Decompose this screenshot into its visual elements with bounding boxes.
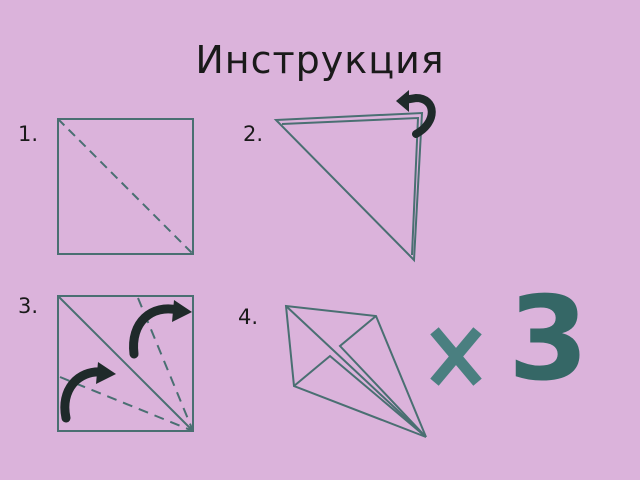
step-3-lower-arrow-icon: [60, 362, 116, 423]
step-3-number: 3.: [18, 294, 39, 318]
times-sign-icon: [430, 327, 482, 386]
step-1-fold-line: [57, 118, 194, 255]
step-4-left-flap: [293, 354, 427, 438]
step-3-upper-arrow-icon: [129, 300, 192, 359]
step-1-square: [57, 118, 194, 255]
step-4-number: 4.: [238, 305, 259, 329]
step-4-diagram: [284, 304, 427, 438]
step-3-diagonal: [57, 295, 194, 432]
page-title: Инструкция: [195, 38, 445, 82]
step-1-diagram: [57, 118, 194, 255]
step-3-fold-line-lower: [59, 376, 194, 432]
step-2-diagram: [273, 111, 424, 263]
step-2-turn-arrow-icon: [396, 90, 436, 138]
step-2-triangle: [273, 111, 424, 263]
step-4-right-flap: [338, 315, 427, 438]
step-3-square: [57, 295, 194, 432]
multiplier-number: 3: [508, 272, 589, 407]
step-2-fold-edge: [281, 116, 420, 256]
step-1-number: 1.: [18, 122, 39, 146]
step-4-center-fold: [285, 305, 427, 438]
step-2-number: 2.: [243, 122, 264, 146]
